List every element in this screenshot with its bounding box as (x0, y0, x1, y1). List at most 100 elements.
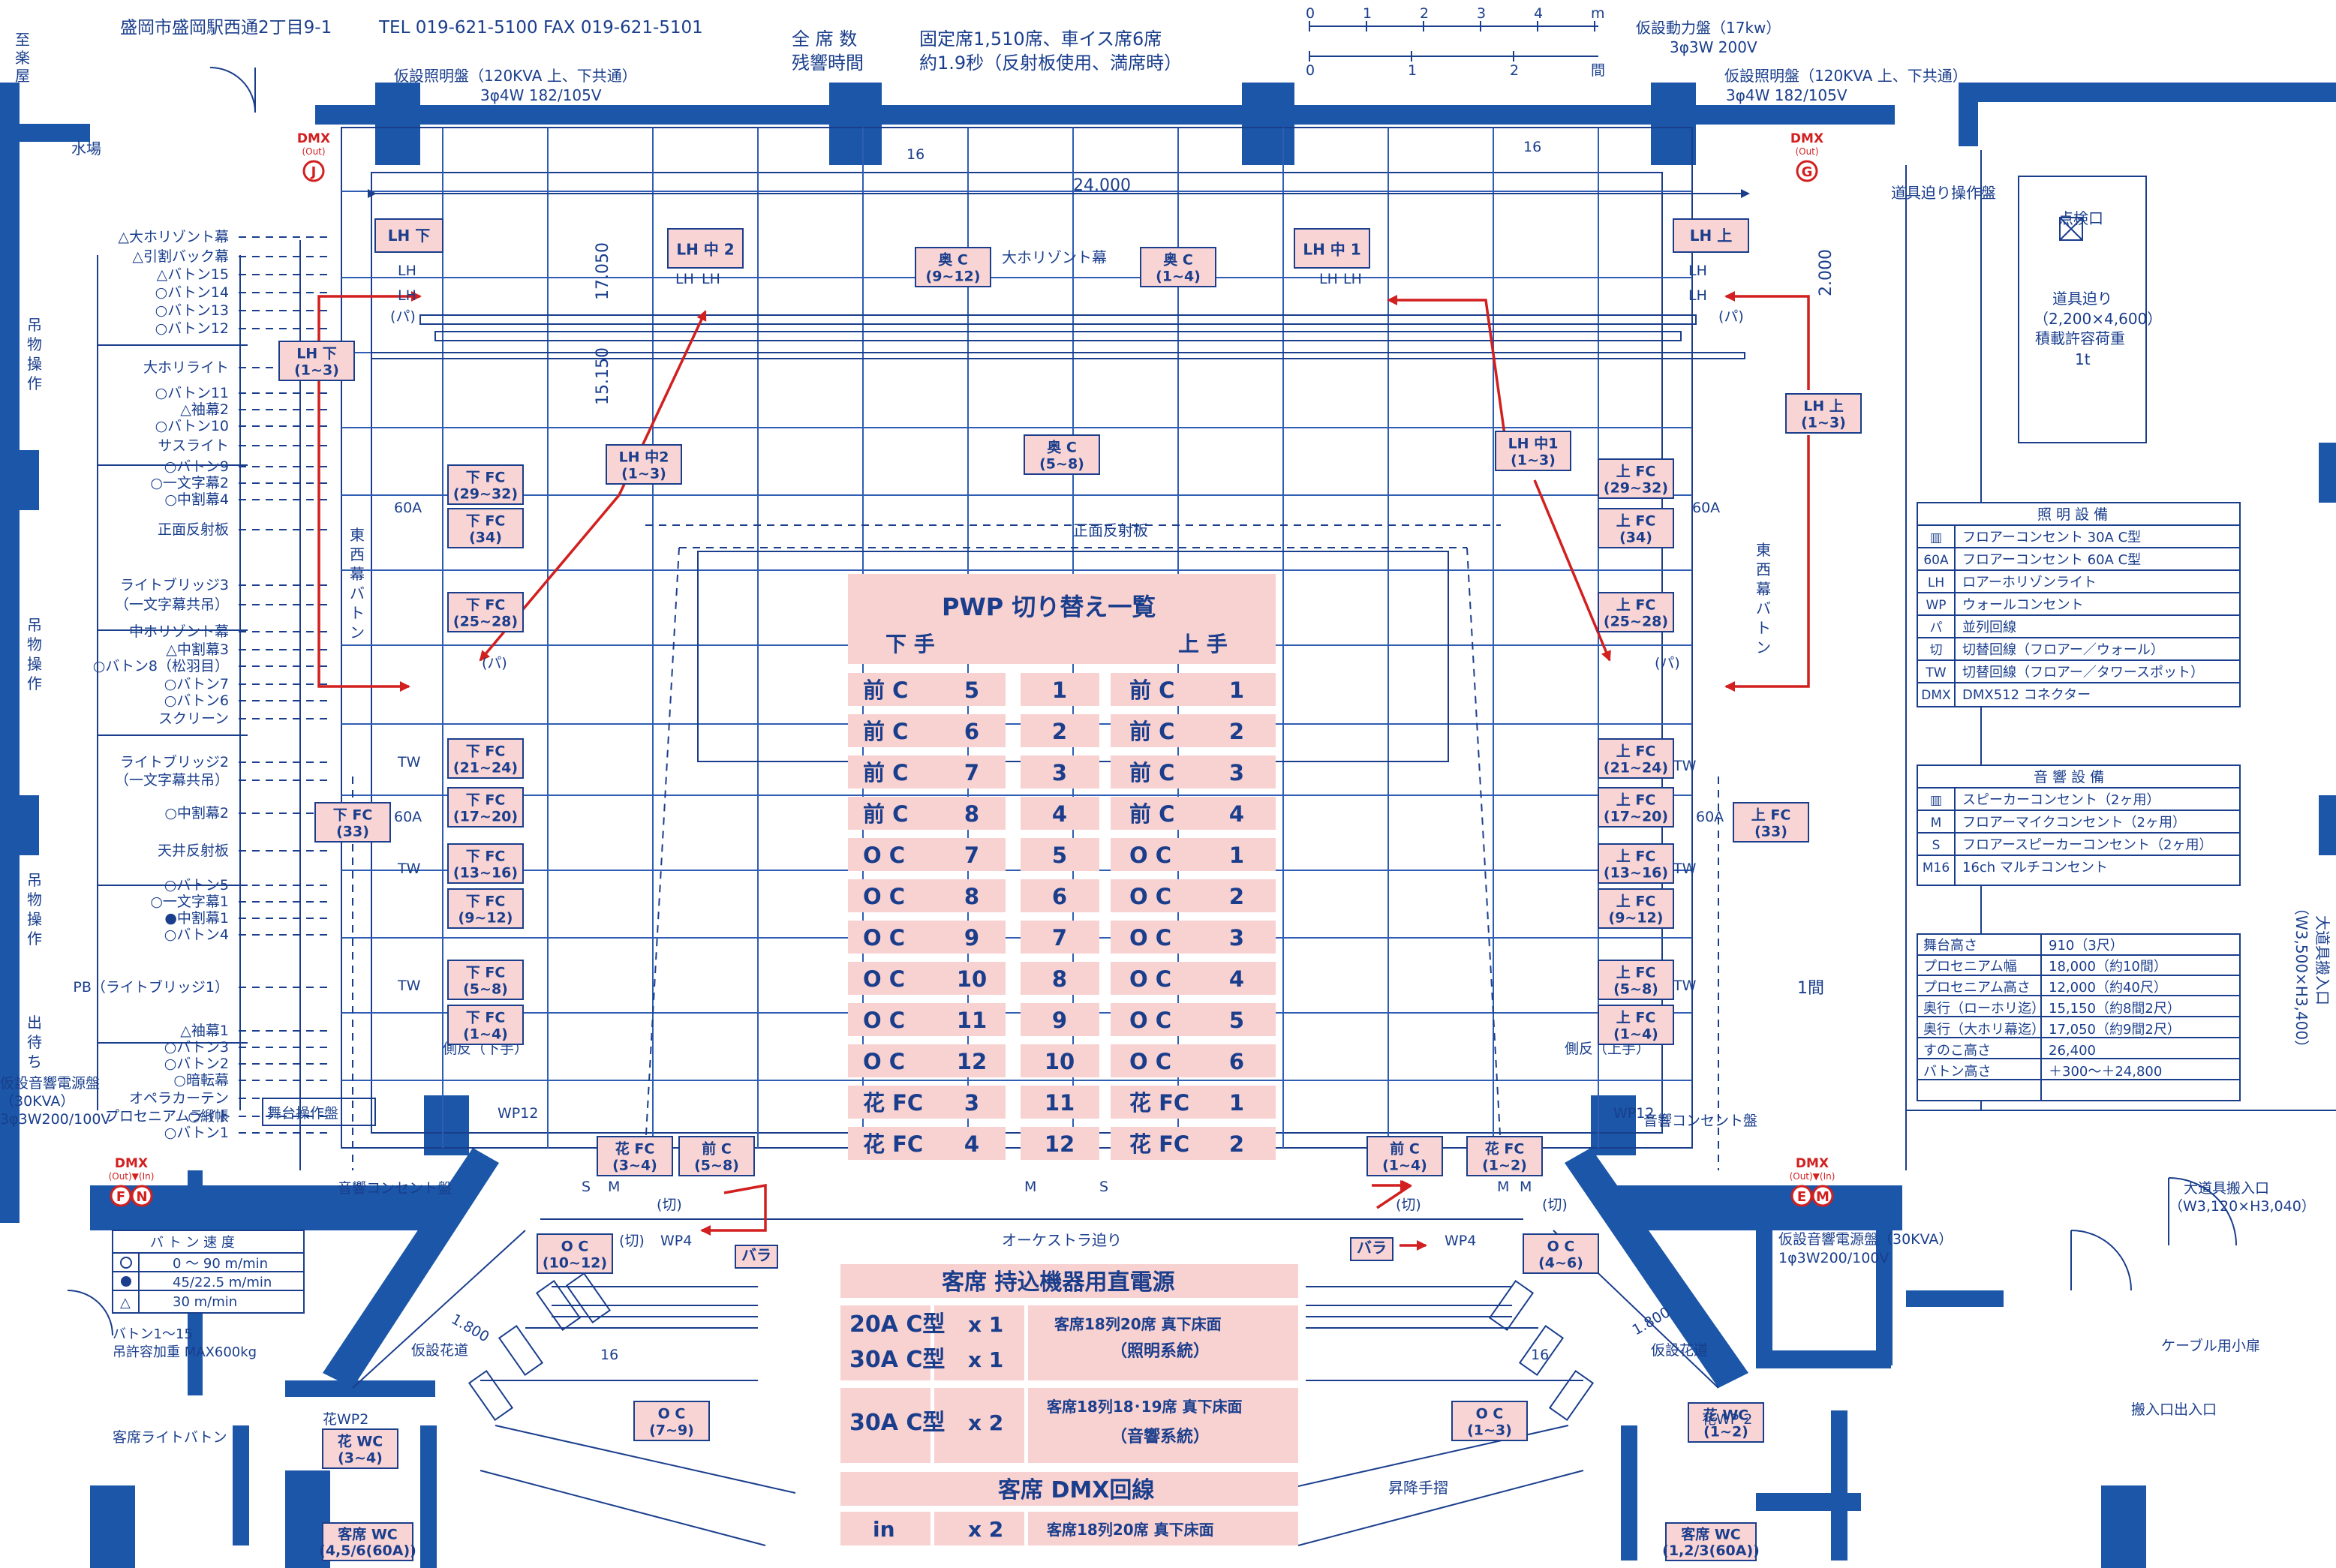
pwp-right-name: 前 C (1129, 677, 1174, 703)
circuit-box-name: 下 FC (333, 807, 373, 823)
left-vertical-labels: 至 楽 屋 吊 物 操 作 吊 物 操 作 吊 物 操 作 出 待 ち 東 西 … (15, 31, 1771, 1071)
batten-label: ライトブリッジ2 (120, 753, 229, 770)
pwp-left-name: O C (863, 925, 905, 951)
legend-symbol: M (1931, 816, 1942, 831)
circuit-box-range: (25~28) (1604, 614, 1668, 630)
pwp-left-cell (848, 673, 1006, 706)
circuit-box-name: LH 中1 (1508, 434, 1559, 452)
pwp-left-cell (848, 879, 1006, 912)
pwp-right-name: O C (1129, 1049, 1171, 1074)
east-west-batten-right-0: 東 (1756, 541, 1771, 559)
pwp-right-number: 1 (1229, 843, 1244, 868)
temp-sound-board-right: 仮設音響電源盤（30KVA） (1778, 1231, 1953, 1248)
pwp-switch-number: 9 (1052, 1008, 1067, 1033)
pwp-right-number: 4 (1229, 801, 1244, 827)
circuit-box (322, 1522, 413, 1561)
pwp-mid-cell (1021, 714, 1099, 747)
dmx-connector-icon (131, 1185, 153, 1207)
temp-hanamichi-left: 仮設花道 (411, 1342, 468, 1359)
pwp-mid-cell (1021, 1044, 1099, 1077)
legend-text: 並列回線 (1962, 620, 2016, 635)
pwp-left-number: 7 (964, 843, 979, 868)
scale-unit-m: m (1591, 5, 1605, 22)
legend-symbol: WP (1926, 598, 1946, 613)
pwp-switch-number: 6 (1052, 884, 1067, 909)
temp-sound-board-left-spec: 3φ3W200/100V (0, 1111, 110, 1128)
outlet-symbol: TW (397, 978, 421, 994)
circle-filled-icon (121, 1276, 131, 1287)
arrow-bara-left (700, 1183, 767, 1236)
to-rakuya-text-2: 屋 (15, 67, 30, 85)
pwp-right-cell (1111, 1127, 1276, 1160)
pwp-right-cell (1111, 879, 1276, 912)
circuit-box (447, 738, 524, 779)
batten-label: ○バトン11 (155, 385, 229, 401)
circuit-box-name: O C (1476, 1405, 1504, 1422)
to-rakuya-text-1: 楽 (15, 49, 30, 67)
circuit-box (1024, 434, 1100, 475)
dmx-connector-icon (1790, 1185, 1813, 1207)
circuit-box-range: (5~8) (1613, 981, 1658, 998)
address-text: 盛岡市盛岡駅西通2丁目9-1 (120, 18, 332, 38)
fly-gallery-text-top-3: 作 (27, 374, 42, 392)
outlet-symbol: TW (1673, 758, 1697, 774)
circuit-box (1598, 787, 1674, 828)
circuit-box (447, 960, 524, 1000)
outlet-symbol: (切) (619, 1233, 645, 1249)
circuit-box-range: (9~12) (926, 269, 981, 285)
circuit-box (1673, 218, 1749, 253)
temp-power-board-spec: 3φ3W 200V (1670, 38, 1757, 56)
speed-note-1: バトン1～15 (113, 1326, 193, 1342)
audience-row-1-count: x 1 (968, 1347, 1003, 1372)
batten-speed-table: バ ト ン 速 度 △ 0 ～ 90 m/min 45/22.5 m/min 3… (112, 1230, 305, 1360)
pwp-left-name: O C (863, 1008, 905, 1033)
outlet-symbol: LH (702, 271, 720, 287)
legend-text: ウォールコンセント (1962, 597, 2084, 613)
pwp-left-number: 12 (957, 1049, 987, 1074)
circuit-box-name: バラ (741, 1246, 771, 1264)
east-west-batten-left-0: 東 (350, 526, 365, 544)
circuit-box-range: (21~24) (1604, 760, 1668, 776)
circuit-box (1366, 1136, 1443, 1176)
batten-label: ○バトン5 (164, 877, 229, 894)
audience-dmx-count: x 2 (968, 1517, 1003, 1542)
circuit-box (1665, 1522, 1757, 1561)
dmx-connector-letter: F (116, 1189, 125, 1205)
pwp-left-cell (848, 838, 1006, 871)
pwp-left-name: 前 C (863, 719, 908, 744)
arrow-lh-naka1-up (1387, 295, 1510, 462)
batten-label: ○バトン14 (155, 284, 229, 301)
water-label: 水場 (71, 140, 101, 158)
circuit-box-range: (7~9) (649, 1422, 694, 1439)
circuit-box-name: 前 C (1390, 1140, 1420, 1157)
circuit-box (314, 802, 391, 843)
pwp-switch-number: 2 (1052, 719, 1067, 744)
pwp-left-name: 前 C (863, 677, 908, 703)
stage-control-panel-box (262, 1098, 376, 1126)
legend-symbol: ▥ (1930, 793, 1942, 808)
circuit-boxes: LH 下LH 中 2奥 C(9~12)奥 C(1~4)LH 中 1LH 上LH … (278, 218, 1862, 1561)
circuit-box-name: 下 FC (466, 743, 506, 759)
pwp-right-header: 上 手 (1178, 632, 1228, 656)
circuit-box-name: 下 FC (466, 792, 506, 808)
circuit-box-name: 下 FC (466, 893, 506, 909)
circuit-box (1598, 960, 1674, 1000)
outlet-symbol: WP4 (660, 1233, 692, 1249)
scale-tick-ken-1: 1 (1408, 62, 1417, 79)
circuit-box-name: 前 C (702, 1140, 732, 1157)
audience-row-0-count: x 1 (968, 1312, 1003, 1337)
circuit-box-name: O C (1547, 1238, 1575, 1254)
fly-gallery-text-mid-1: 物 (27, 635, 42, 653)
pwp-right-name: 花 FC (1129, 1090, 1189, 1116)
scale-tick-m-2: 2 (1420, 5, 1429, 22)
circuit-box-range: (1~3) (1467, 1422, 1512, 1439)
batten-label: ○一文字幕1 (150, 894, 229, 910)
pwp-left-cell (848, 1003, 1006, 1036)
outlet-symbol: WP4 (1445, 1233, 1476, 1249)
scale-tick-m-3: 3 (1477, 5, 1486, 22)
fly-gallery-text-low-0: 吊 (27, 871, 42, 889)
outlet-symbol: LH (1688, 287, 1707, 304)
legend-text: スピーカーコンセント（2ヶ用） (1962, 792, 2160, 808)
